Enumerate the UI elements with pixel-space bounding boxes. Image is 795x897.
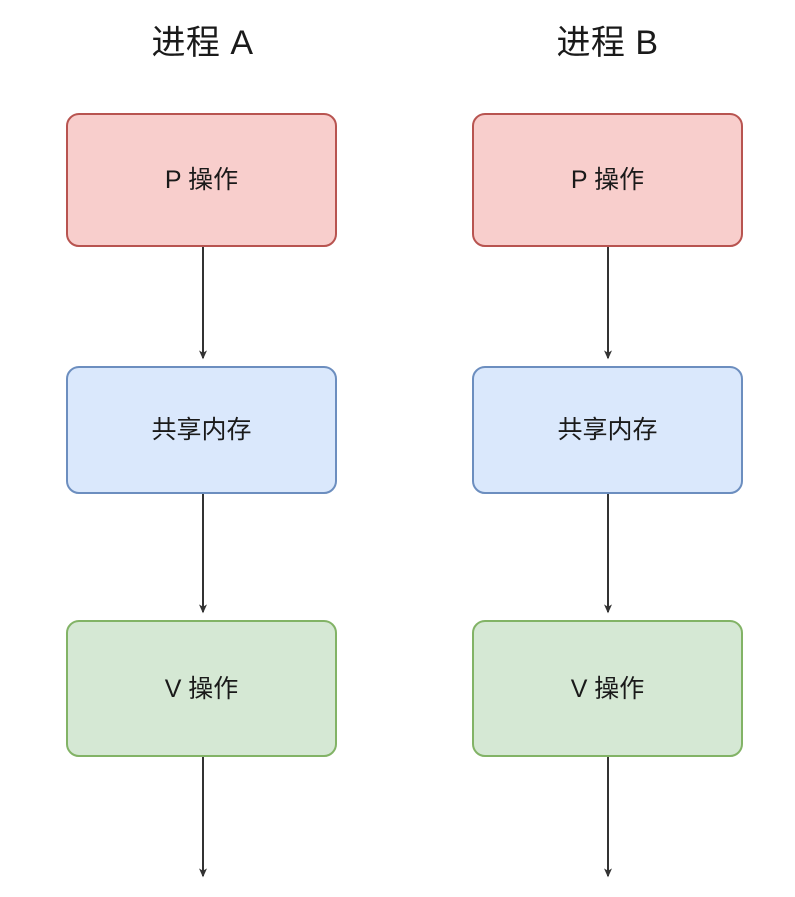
node-b-v-operation[interactable]: V 操作	[472, 620, 743, 757]
node-a-p-operation-label: P 操作	[164, 166, 239, 194]
node-b-p-operation[interactable]: P 操作	[472, 113, 743, 247]
node-a-shared-memory-label: 共享内存	[151, 416, 252, 444]
process-a-title: 进程 A	[151, 24, 254, 62]
process-a-column: 进程 A P 操作 共享内存 V 操作	[66, 24, 337, 757]
node-a-shared-memory[interactable]: 共享内存	[66, 366, 337, 494]
node-a-v-operation-label: V 操作	[164, 674, 239, 703]
node-b-p-operation-label: P 操作	[570, 166, 645, 194]
node-b-shared-memory[interactable]: 共享内存	[472, 366, 743, 494]
node-b-v-operation-label: V 操作	[570, 674, 645, 703]
node-b-shared-memory-label: 共享内存	[557, 416, 658, 444]
node-a-v-operation[interactable]: V 操作	[66, 620, 337, 757]
process-b-column: 进程 B P 操作 共享内存 V 操作	[405, 0, 795, 897]
process-b-title: 进程 B	[556, 24, 659, 62]
node-a-p-operation[interactable]: P 操作	[66, 113, 337, 247]
